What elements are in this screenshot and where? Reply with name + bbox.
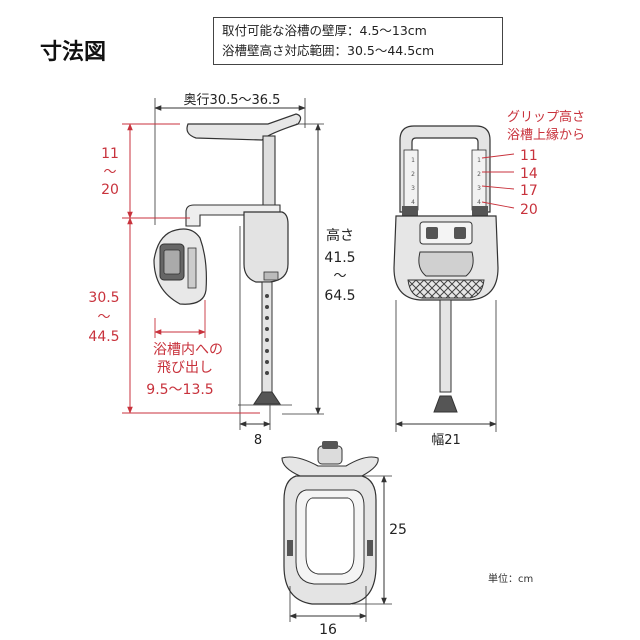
grip-height-title-1: グリップ高さ <box>507 109 585 125</box>
top-left-clip <box>287 540 293 556</box>
leg-hole <box>265 316 269 320</box>
side-grip-handle <box>186 113 302 141</box>
grip-height-min: 11 <box>101 146 119 162</box>
right-scale-mark-3: 3 <box>477 185 481 192</box>
grip-value-20: 20 <box>520 202 538 218</box>
grip-value-17: 17 <box>520 183 538 199</box>
top-inner-opening <box>305 497 355 575</box>
side-body-tab <box>263 271 279 281</box>
grip-leader-17 <box>481 185 515 190</box>
side-leg-holes <box>265 294 269 375</box>
left-scale-mark-4: 4 <box>411 199 415 206</box>
protrusion-label-2: 飛び出し <box>157 360 213 376</box>
grip-value-14: 14 <box>520 166 538 182</box>
grip-height-max: 20 <box>101 182 119 198</box>
foot-label: 8 <box>254 433 262 448</box>
grip-leader-11 <box>481 153 515 159</box>
top-width-label: 16 <box>319 622 337 638</box>
leg-hole <box>265 360 269 364</box>
protrusion-label-3: 9.5～13.5 <box>146 382 213 398</box>
left-scale-mark-3: 3 <box>411 185 415 192</box>
wall-height-min: 30.5 <box>88 290 119 306</box>
side-leg <box>261 281 273 393</box>
top-right-clip <box>367 540 373 556</box>
front-view: 1 2 3 4 1 2 3 4 幅21 グリップ高さ 浴槽上縁から 11 14 <box>393 109 585 448</box>
top-view: 25 16 <box>281 441 407 638</box>
leg-hole <box>265 371 269 375</box>
top-knob-cap <box>322 441 338 449</box>
protrusion-label-1: 浴槽内への <box>153 342 223 358</box>
side-pad-knob-face <box>163 249 181 275</box>
grip-height-tilde: ～ <box>103 165 116 180</box>
front-inner-recess <box>418 251 474 277</box>
leg-hole <box>265 349 269 353</box>
right-scale-mark-4: 4 <box>477 199 481 206</box>
top-height-label: 25 <box>389 522 407 538</box>
right-scale-mark-2: 2 <box>477 171 481 178</box>
leg-hole <box>265 305 269 309</box>
depth-label: 奥行30.5～36.5 <box>184 93 281 108</box>
side-foot <box>253 391 281 405</box>
total-height-max: 64.5 <box>324 288 355 304</box>
spec-wall-thickness: 取付可能な浴槽の壁厚：4.5～13cm <box>222 23 427 38</box>
side-view: 奥行30.5～36.5 8 11 ～ 20 30.5 ～ 44 <box>88 93 355 448</box>
leg-hole <box>265 327 269 331</box>
spec-wall-height: 浴槽壁高さ対応範囲：30.5～44.5cm <box>222 43 435 58</box>
front-right-lock <box>472 206 488 216</box>
left-scale-mark-2: 2 <box>411 171 415 178</box>
grip-height-title-2: 浴槽上縁から <box>507 127 585 143</box>
front-left-lock <box>402 206 418 216</box>
spec-box: 取付可能な浴槽の壁厚：4.5～13cm 浴槽壁高さ対応範囲：30.5～44.5c… <box>213 17 503 65</box>
total-height-tilde: ～ <box>333 269 346 284</box>
front-width-label: 幅21 <box>431 433 461 448</box>
front-leg <box>439 299 452 393</box>
wall-height-tilde: ～ <box>97 310 110 325</box>
page-title: 寸法図 <box>40 40 107 65</box>
total-height-min: 41.5 <box>324 250 355 266</box>
leg-hole <box>265 294 269 298</box>
side-body-block <box>243 211 289 283</box>
right-scale-mark-1: 1 <box>477 157 481 164</box>
left-scale-mark-1: 1 <box>411 157 415 164</box>
front-adjust-knob-left <box>426 227 438 239</box>
side-pad-plate <box>187 247 197 289</box>
wall-height-max: 44.5 <box>88 329 119 345</box>
front-foot <box>433 395 458 413</box>
leg-hole <box>265 338 269 342</box>
grip-leader-20 <box>481 201 515 209</box>
top-wing-handle <box>281 456 379 477</box>
front-mesh-pad <box>407 279 485 299</box>
grip-value-11: 11 <box>520 148 538 164</box>
total-height-label: 高さ <box>326 227 354 244</box>
front-adjust-knob-right <box>454 227 466 239</box>
unit-label: 単位：cm <box>488 572 533 585</box>
side-grip-post <box>262 135 276 213</box>
